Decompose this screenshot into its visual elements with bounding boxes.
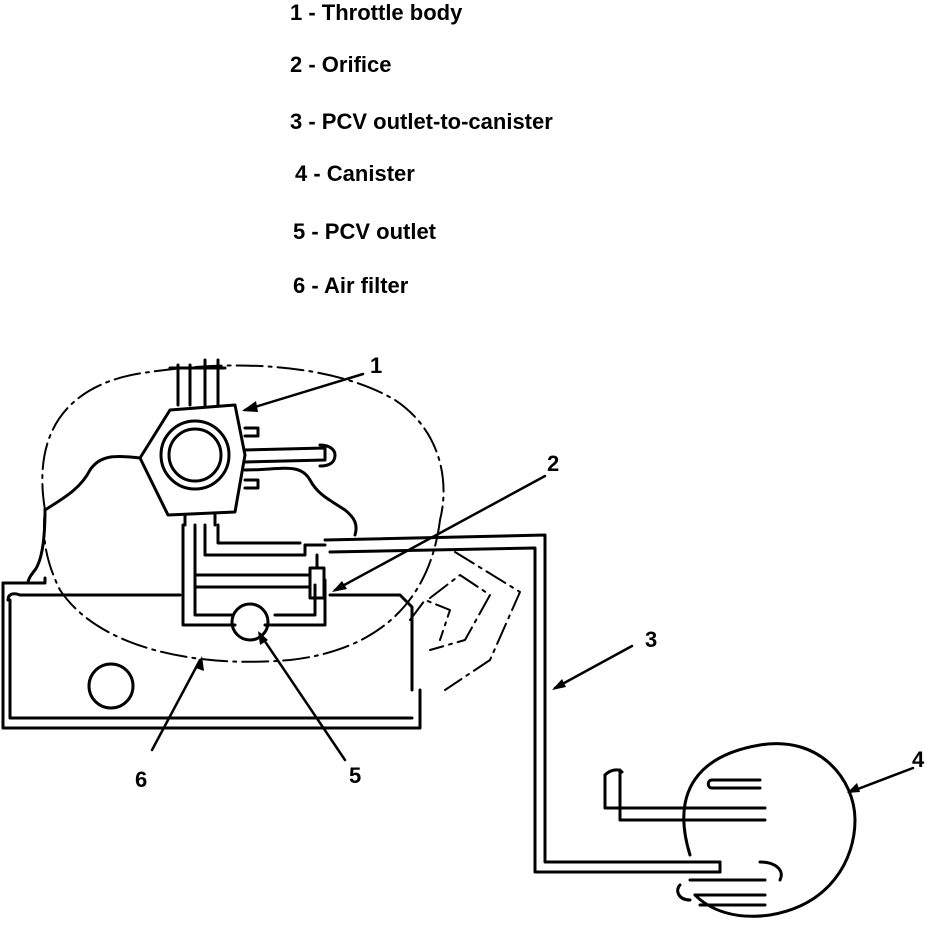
leader-lines xyxy=(150,372,915,794)
callout-5: 5 xyxy=(349,763,361,788)
legend-item-air-filter: 6 - Air filter xyxy=(293,273,409,298)
callout-1: 1 xyxy=(370,353,382,378)
pcv-outlet-to-canister-line xyxy=(323,533,722,874)
throttle-body xyxy=(138,358,358,537)
arrowheads xyxy=(196,401,860,793)
legend: 1 - Throttle body 2 - Orifice 3 - PCV ou… xyxy=(0,0,944,310)
pcv-hoses xyxy=(181,523,327,627)
canister xyxy=(603,742,857,918)
air-filter-outline xyxy=(41,364,445,663)
legend-item-pcv-outlet-to-canister: 3 - PCV outlet-to-canister xyxy=(290,109,553,134)
callout-6: 6 xyxy=(135,767,147,792)
engine-valve-cover xyxy=(1,455,422,730)
orifice xyxy=(308,553,326,600)
legend-item-throttle-body: 1 - Throttle body xyxy=(290,0,463,25)
bracket-ghost xyxy=(409,551,521,691)
callout-4: 4 xyxy=(912,747,925,772)
callout-2: 2 xyxy=(547,451,559,476)
pcv-outlet xyxy=(230,602,270,642)
legend-item-canister: 4 - Canister xyxy=(295,161,415,186)
legend-item-orifice: 2 - Orifice xyxy=(290,52,392,77)
callout-3: 3 xyxy=(645,627,657,652)
legend-item-pcv-outlet: 5 - PCV outlet xyxy=(293,219,437,244)
